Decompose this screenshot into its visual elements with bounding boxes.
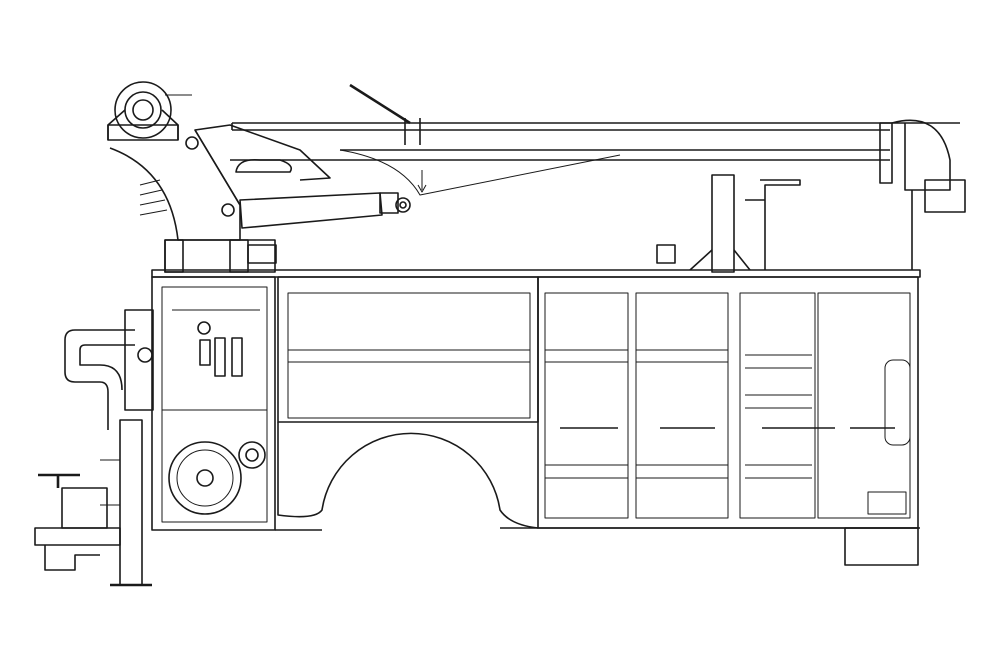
winch [107,81,192,141]
rear-crane-support [656,174,913,273]
bumper-assembly [34,309,154,587]
left-compartment [151,276,276,531]
crane-turret [109,124,411,273]
middle-compartment [275,276,920,531]
right-compartments [537,276,919,566]
crane-boom [230,83,966,213]
body-top-rail [151,269,921,278]
